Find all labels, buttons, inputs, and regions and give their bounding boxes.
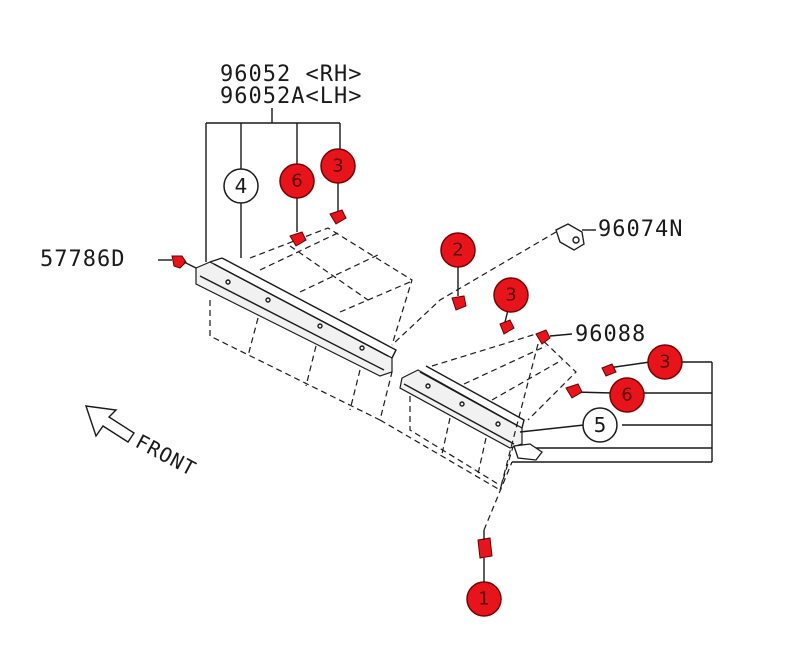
part-number-screw: 57786D [40, 247, 125, 272]
svg-text:3: 3 [332, 156, 343, 177]
right-dashed-floor-outline [409, 333, 577, 485]
grommet-96088-icon [535, 329, 551, 345]
clip-96074n-icon [555, 223, 585, 251]
svg-text:6: 6 [621, 385, 632, 406]
clip-top-3-icon [329, 209, 347, 225]
front-arrow-icon [84, 405, 135, 443]
callout-2: 2 [440, 232, 476, 268]
svg-text:6: 6 [291, 171, 302, 192]
callout-3-mid: 3 [493, 277, 529, 313]
callout-3-top: 3 [320, 148, 356, 184]
part-number-grommet: 96088 [575, 322, 646, 347]
callout-4: 4 [223, 168, 259, 204]
callout-6-top: 6 [279, 163, 315, 199]
svg-text:1: 1 [478, 589, 489, 610]
front-direction-label: FRONT [132, 429, 201, 481]
svg-text:3: 3 [659, 352, 670, 373]
svg-text:2: 2 [452, 240, 463, 261]
callout-5: 5 [582, 407, 618, 443]
callout-3-right: 3 [647, 344, 683, 380]
svg-text:3: 3 [505, 285, 516, 306]
bolt-bottom-icon [477, 530, 493, 559]
right-end-cap [513, 443, 543, 461]
clip-right-6-icon [565, 383, 583, 399]
screw-57786d-icon [171, 255, 197, 269]
left-dashed-floor-outline [209, 227, 516, 491]
clip-right-3-icon [601, 363, 617, 377]
top-leader-bracket [205, 108, 341, 262]
clip-mid-2-icon [451, 295, 467, 311]
right-side-sill-cover [399, 365, 525, 449]
svg-text:5: 5 [594, 413, 607, 437]
svg-text:4: 4 [235, 174, 248, 198]
callout-6-right: 6 [609, 377, 645, 413]
part-number-rh: 96052 <RH> [220, 62, 362, 87]
left-side-sill-cover [195, 257, 397, 377]
part-number-clip: 96074N [598, 217, 683, 242]
callout-1: 1 [466, 581, 502, 617]
clip-top-6-icon [289, 231, 307, 247]
part-number-lh: 96052A<LH> [220, 84, 362, 109]
clip-mid-3-icon [499, 319, 515, 335]
